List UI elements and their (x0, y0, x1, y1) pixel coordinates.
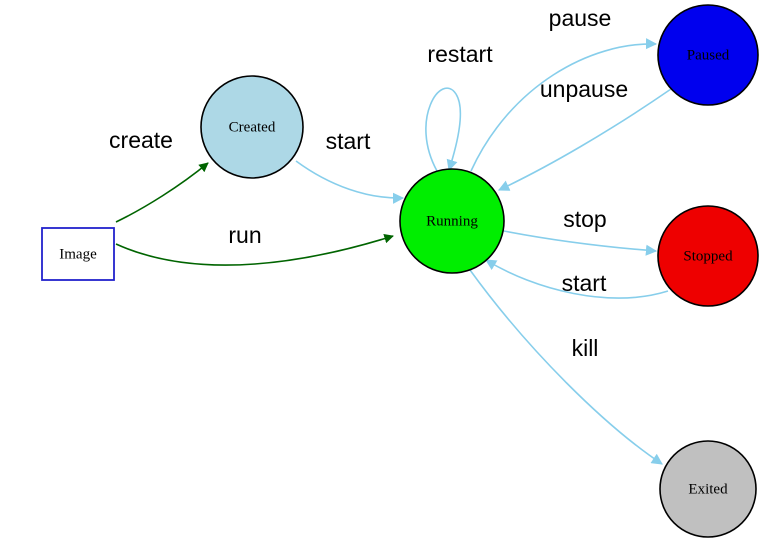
edge-kill (469, 269, 663, 465)
edge-create (115, 162, 209, 223)
node-shape-created (200, 75, 304, 179)
edge-label-stop: stop (563, 206, 606, 232)
edge-label-run: run (228, 222, 261, 248)
node-shape-image (41, 227, 115, 281)
edge-restart (425, 87, 462, 172)
node-paused[interactable]: Paused (657, 4, 759, 106)
node-shape-exited (659, 440, 757, 538)
node-exited[interactable]: Exited (659, 440, 757, 538)
edge-pause (470, 38, 658, 172)
edge-start-created (295, 160, 405, 204)
node-shape-running (399, 168, 505, 274)
edge-stop (503, 230, 658, 256)
node-shape-paused (657, 4, 759, 106)
edge-run (115, 234, 394, 266)
edge-label-start-created: start (326, 128, 371, 154)
edge-label-restart: restart (427, 41, 493, 67)
edge-label-pause: pause (549, 5, 612, 31)
edge-label-create: create (109, 127, 173, 153)
edge-label-start-stopped: start (562, 270, 607, 296)
node-created[interactable]: Created (200, 75, 304, 179)
node-shape-stopped (657, 205, 759, 307)
edges-layer (115, 38, 672, 465)
node-image[interactable]: Image (41, 227, 115, 281)
edge-label-unpause: unpause (540, 76, 628, 102)
node-running[interactable]: Running (399, 168, 505, 274)
edge-start-stopped (485, 259, 669, 299)
edge-unpause (497, 88, 672, 191)
node-stopped[interactable]: Stopped (657, 205, 759, 307)
edge-label-kill: kill (572, 335, 599, 361)
edge-labels-layer: create run start restart pause unpause stop sta… (109, 5, 628, 361)
